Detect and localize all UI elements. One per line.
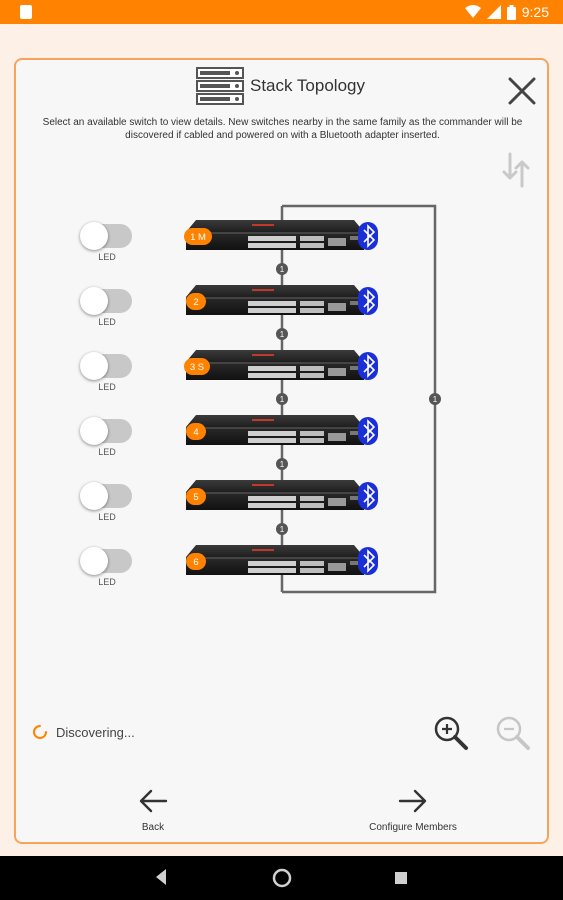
svg-text:1: 1 [280,330,285,339]
close-icon[interactable] [507,76,537,106]
led-toggle[interactable] [80,482,132,510]
wifi-icon [464,5,481,18]
led-toggle-group: LED [79,287,135,327]
svg-text:2: 2 [193,297,198,308]
led-toggle-group: LED [79,547,135,587]
svg-text:3 S: 3 S [190,362,204,373]
switch-row-2[interactable]: 2 [186,285,378,315]
stack-topology-diagram: 1 M 2 3 S 4 5 6 1 1 1 1 [184,204,441,594]
led-toggle-group: LED [79,222,135,262]
led-toggle[interactable] [80,417,132,445]
nav-back-icon[interactable] [154,868,168,886]
switch-row-3[interactable]: 3 S [184,350,378,380]
title-group: Stack Topology [196,66,365,106]
switch-row-6[interactable]: 6 [186,545,378,575]
switch-row-4[interactable]: 4 [186,415,378,445]
switch-row-5[interactable]: 5 [186,480,378,510]
toggle-knob [80,417,108,445]
discovery-status: Discovering... [32,724,135,740]
back-button[interactable]: Back [128,788,178,833]
led-toggle[interactable] [80,222,132,250]
zoom-out-icon[interactable] [494,714,532,752]
sort-icon[interactable] [501,150,531,190]
toggle-knob [80,287,108,315]
svg-text:1: 1 [280,460,285,469]
toggle-knob [80,547,108,575]
stack-link-marker: 1 [276,523,288,535]
led-toggle[interactable] [80,547,132,575]
bluetooth-icon [358,287,378,315]
toggle-knob [80,352,108,380]
server-stack-icon [196,67,244,105]
switch-badge: 3 S [184,358,210,375]
led-toggle-group: LED [79,482,135,522]
switch-badge: 1 M [184,228,212,245]
switch-badge: 6 [186,553,206,570]
led-label: LED [98,577,116,587]
bluetooth-icon [358,482,378,510]
back-label: Back [141,822,165,833]
stack-link-marker: 1 [276,458,288,470]
led-toggle-group: LED [79,417,135,457]
page-title: Stack Topology [250,76,365,95]
svg-text:5: 5 [193,492,198,503]
led-toggle-group: LED [79,352,135,392]
led-label: LED [98,382,116,392]
led-toggle[interactable] [80,287,132,315]
configure-members-button[interactable]: Configure Members [358,788,468,833]
stack-cable-loop [282,204,437,594]
bluetooth-icon [358,547,378,575]
status-bar: 9:25 [0,0,563,24]
status-time: 9:25 [521,4,549,20]
notification-icon [20,5,32,19]
stack-link-marker: 1 [276,328,288,340]
dialog-header: Stack Topology [16,66,547,106]
led-label: LED [98,512,116,522]
svg-text:1 M: 1 M [190,232,206,243]
battery-icon [506,4,516,20]
arrow-right-icon [398,789,427,813]
svg-text:1: 1 [433,395,438,404]
svg-text:1: 1 [280,395,285,404]
switch-row-1[interactable]: 1 M [184,220,378,250]
bluetooth-icon [358,352,378,380]
signal-icon [486,5,501,19]
switch-badge: 5 [186,488,206,505]
bluetooth-icon [358,417,378,445]
stack-topology-dialog: Stack Topology Select an available switc… [14,58,549,844]
dialog-description: Select an available switch to view detai… [42,117,523,141]
configure-members-label: Configure Members [369,822,457,833]
svg-text:1: 1 [280,525,285,534]
stack-link-marker: 1 [276,393,288,405]
led-label: LED [98,317,116,327]
switch-badge: 4 [186,423,206,440]
switch-badge: 2 [186,293,206,310]
svg-text:6: 6 [193,557,198,568]
toggle-knob [80,222,108,250]
arrow-left-icon [139,789,168,813]
spinner-icon [33,725,47,739]
led-label: LED [98,447,116,457]
bluetooth-icon [358,222,378,250]
discovery-status-text: Discovering... [56,724,135,740]
stack-link-marker: 1 [429,393,441,405]
toggle-knob [80,482,108,510]
svg-text:4: 4 [193,427,198,438]
nav-home-icon[interactable] [272,868,292,888]
led-label: LED [98,252,116,262]
svg-text:1: 1 [280,265,285,274]
led-toggle[interactable] [80,352,132,380]
system-navigation-bar [0,856,563,900]
stack-link-marker: 1 [276,263,288,275]
zoom-in-icon[interactable] [432,714,470,752]
nav-recents-icon[interactable] [394,871,408,885]
